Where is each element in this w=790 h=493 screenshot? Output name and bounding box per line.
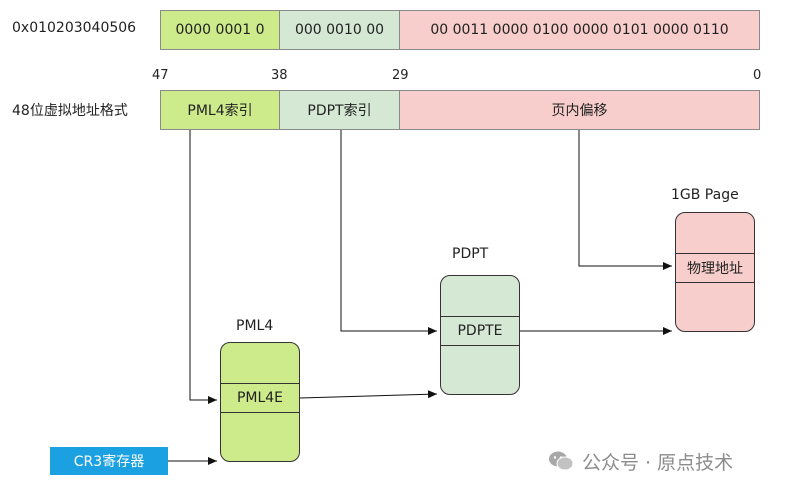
pml4-index-field: PML4索引	[160, 90, 280, 130]
bit-position-29: 29	[392, 68, 409, 83]
address-value-label: 0x010203040506	[12, 20, 137, 36]
arrow-pml4e-to-pdpt	[299, 390, 438, 399]
physical-address-entry: 物理地址	[676, 253, 754, 283]
bit-position-0: 0	[753, 68, 762, 83]
wechat-icon	[549, 451, 574, 471]
bit-position-38: 38	[271, 68, 288, 83]
pml4e-entry: PML4E	[221, 383, 299, 413]
watermark: 公众号 · 原点技术	[548, 447, 733, 475]
page-title-1gb: 1GB Page	[671, 187, 739, 203]
pml4-table-title: PML4	[236, 318, 274, 334]
pdpte-entry: PDPTE	[441, 316, 519, 346]
arrow-offset-to-physical-address	[578, 130, 672, 270]
page-offset-field: 页内偏移	[399, 90, 760, 130]
watermark-text: 公众号 · 原点技术	[582, 451, 734, 474]
address-bits-offset-segment: 00 0011 0000 0100 0000 0101 0000 0110	[399, 10, 760, 50]
cr3-register: CR3寄存器	[50, 447, 168, 475]
pml4-table: PML4E	[220, 342, 300, 462]
bit-position-47: 47	[152, 68, 169, 83]
virtual-address-format-label: 48位虚拟地址格式	[12, 103, 128, 119]
pdpt-table: PDPTE	[440, 275, 520, 395]
pdpt-table-title: PDPT	[452, 246, 489, 262]
page-1gb-box: 物理地址	[675, 212, 755, 332]
arrow-pml4-index-to-pml4e	[189, 130, 217, 404]
arrow-pdpt-index-to-pdpte	[340, 130, 437, 335]
pdpt-index-field: PDPT索引	[279, 90, 400, 130]
